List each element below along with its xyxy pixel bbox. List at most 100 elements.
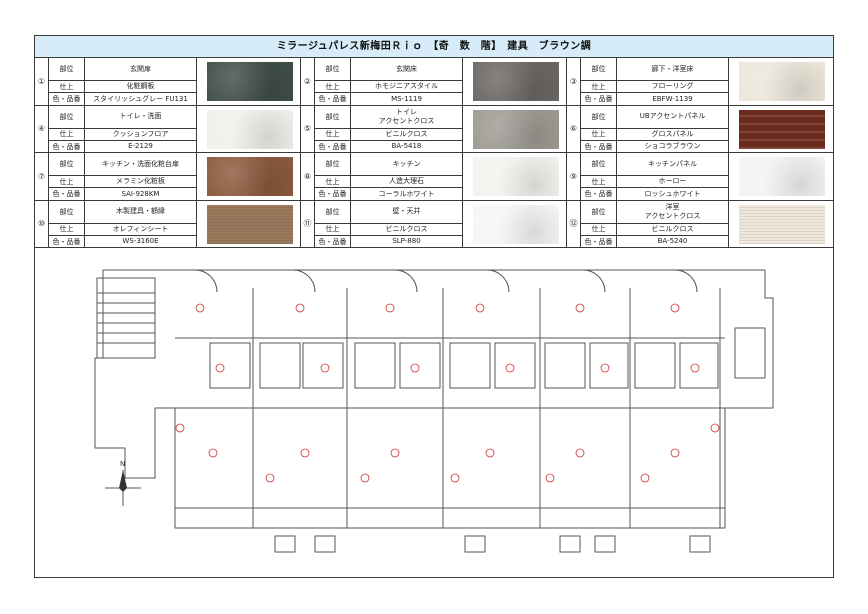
part-label: 部位 — [315, 105, 351, 128]
finish-label: 仕上 — [581, 81, 617, 92]
finish-value: ビニルクロス — [617, 223, 729, 235]
finish-row: 仕上クッションフロア — [49, 128, 197, 141]
finish-label: 仕上 — [315, 128, 351, 140]
code-value: SLP-880 — [351, 235, 463, 248]
item-number: ⑩ — [35, 200, 49, 247]
part-value: トイレ アクセントクロス — [351, 105, 463, 128]
floor-plan: N — [94, 269, 774, 553]
finish-label: 仕上 — [581, 128, 617, 140]
compass-icon: N — [105, 460, 141, 506]
part-row: 部位キッチン・洗面化粧台扉 — [49, 153, 197, 176]
finish-value: グロスパネル — [617, 128, 729, 140]
finish-value: ビニルクロス — [351, 128, 463, 140]
part-label: 部位 — [581, 58, 617, 80]
part-row: 部位玄関扉 — [49, 58, 197, 81]
finish-row: 仕上ビニルクロス — [315, 128, 463, 141]
part-value: UBアクセントパネル — [617, 105, 729, 128]
finish-label: 仕上 — [49, 81, 85, 92]
material-swatch — [473, 109, 559, 149]
material-swatch — [739, 62, 825, 101]
color-label: 色・品番 — [581, 93, 617, 105]
finish-row: 仕上グロスパネル — [581, 128, 729, 141]
material-swatch — [739, 204, 825, 244]
material-swatch — [207, 157, 293, 196]
item-number: ③ — [567, 58, 581, 105]
compass-north-label: N — [120, 460, 125, 468]
finish-row: 仕上ホモジニアスタイル — [315, 81, 463, 93]
item-number: ⑦ — [35, 153, 49, 200]
part-row: 部位壁・天井 — [315, 200, 463, 224]
item-number: ⑪ — [301, 200, 315, 247]
part-row: 部位トイレ・洗面 — [49, 105, 197, 129]
finish-label: 仕上 — [315, 81, 351, 92]
color-label: 色・品番 — [49, 140, 85, 153]
material-swatch — [207, 62, 293, 101]
finish-row: 仕上メラミン化粧板 — [49, 176, 197, 188]
part-value: キッチン・洗面化粧台扉 — [85, 153, 197, 175]
finish-value: ホーロー — [617, 176, 729, 187]
part-label: 部位 — [581, 153, 617, 175]
part-label: 部位 — [49, 153, 85, 175]
finish-row: 仕上化粧鋼板 — [49, 81, 197, 93]
finish-row: 仕上フローリング — [581, 81, 729, 93]
code-value: スタイリッシュグレー FU131 — [85, 93, 197, 105]
part-label: 部位 — [49, 105, 85, 128]
part-label: 部位 — [581, 105, 617, 128]
code-value: ショコラブラウン — [617, 140, 729, 153]
item-number: ⑫ — [567, 200, 581, 247]
code-value: コーラルホワイト — [351, 188, 463, 200]
part-row: 部位キッチンパネル — [581, 153, 729, 176]
code-value: SAI-928KM — [85, 188, 197, 200]
part-value: 壁・天井 — [351, 200, 463, 223]
item-number: ② — [301, 58, 315, 105]
part-label: 部位 — [49, 58, 85, 80]
sheet-title: ミラージュパレス新梅田Ｒｉｏ 【奇 数 階】 建具 ブラウン調 — [35, 36, 833, 58]
color-label: 色・品番 — [315, 93, 351, 105]
finish-label: 仕上 — [581, 176, 617, 187]
color-label: 色・品番 — [315, 140, 351, 153]
code-row: 色・品番スタイリッシュグレー FU131 — [49, 93, 197, 105]
item-number: ⑧ — [301, 153, 315, 200]
part-value: 洋室 アクセントクロス — [617, 200, 729, 223]
color-label: 色・品番 — [315, 235, 351, 248]
code-row: 色・品番ショコラブラウン — [581, 140, 729, 153]
part-label: 部位 — [315, 200, 351, 223]
part-row: 部位廊下・洋室床 — [581, 58, 729, 81]
item-number: ⑤ — [301, 105, 315, 152]
code-value: E-2129 — [85, 140, 197, 153]
color-label: 色・品番 — [49, 235, 85, 248]
item-number: ⑨ — [567, 153, 581, 200]
part-row: 部位トイレ アクセントクロス — [315, 105, 463, 129]
code-value: ロッシュホワイト — [617, 188, 729, 200]
part-label: 部位 — [315, 58, 351, 80]
finish-label: 仕上 — [315, 223, 351, 235]
finish-value: フローリング — [617, 81, 729, 92]
material-swatch — [473, 62, 559, 101]
part-value: 玄関床 — [351, 58, 463, 80]
part-row: 部位洋室 アクセントクロス — [581, 200, 729, 224]
part-row: 部位玄関床 — [315, 58, 463, 81]
finish-value: オレフィンシート — [85, 223, 197, 235]
color-label: 色・品番 — [581, 140, 617, 153]
stair-block — [96, 277, 156, 359]
color-label: 色・品番 — [49, 93, 85, 105]
part-label: 部位 — [49, 200, 85, 223]
